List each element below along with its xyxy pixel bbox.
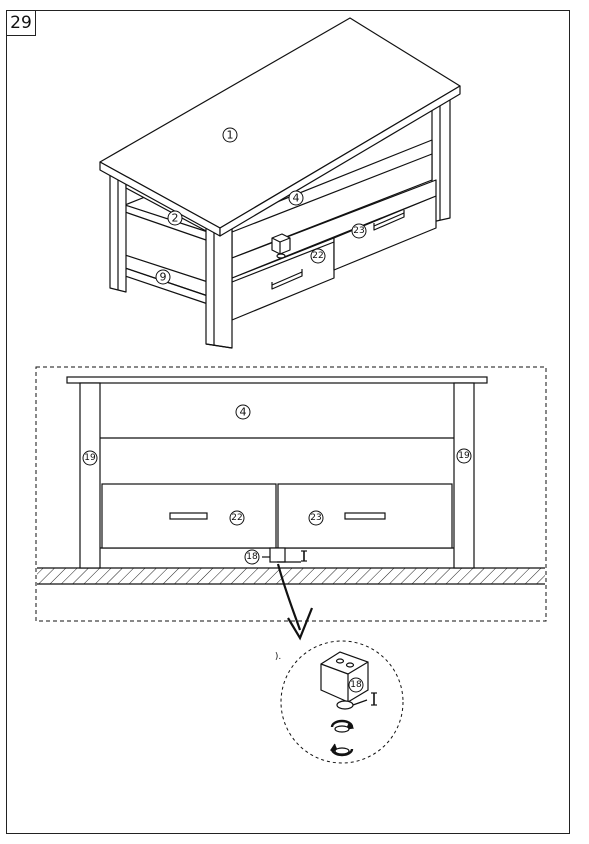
front-elevation (35, 366, 547, 622)
part-labels (82, 127, 472, 693)
detail-leveler-base (336, 700, 354, 710)
label-back-panel-4-front: 4 (240, 406, 247, 419)
label-leveler-18-front: 18 (246, 552, 258, 562)
rotate-cw-icon (330, 719, 355, 733)
label-shelf-9: 9 (160, 271, 167, 284)
side-panel-right (453, 382, 475, 569)
page-frame (6, 10, 570, 834)
side-panel-left (79, 382, 101, 569)
label-drawer-23-front: 23 (310, 513, 321, 523)
label-side-19-right: 19 (458, 451, 470, 461)
front-drawer-22-handle (169, 512, 208, 520)
step-number: 29 (6, 10, 36, 36)
ground-hatch (37, 568, 545, 584)
isometric-view (99, 17, 461, 349)
detail-arrowhead (287, 607, 314, 641)
label-panel-1: 1 (227, 129, 234, 142)
label-drawer-23-iso: 23 (353, 226, 364, 236)
right-front-leg (205, 221, 233, 349)
stray-mark: ). (275, 652, 281, 662)
label-back-panel-4: 4 (293, 192, 300, 205)
rotate-ccw-icon (329, 743, 354, 757)
label-side-19-left: 19 (84, 453, 96, 463)
label-drawer-22-iso: 22 (312, 251, 323, 261)
front-tabletop (66, 376, 488, 384)
label-drawer-22-front: 22 (231, 513, 242, 523)
detail-arrow (276, 563, 302, 631)
detail-callout (280, 640, 404, 764)
label-leveler-18-detail: 18 (350, 680, 362, 690)
iso-leveler-foot (271, 233, 291, 259)
front-drawer-23-handle (344, 512, 386, 520)
front-leveler-foot (269, 547, 286, 563)
label-shelf-2: 2 (172, 212, 179, 225)
